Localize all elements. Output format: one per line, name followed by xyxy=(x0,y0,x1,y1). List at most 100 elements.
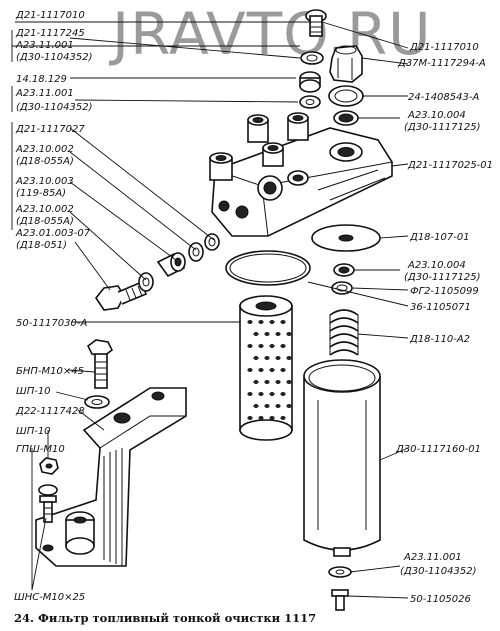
watermark: JRAVTO.RU xyxy=(109,0,432,68)
label-a23-11-001-b: А23.11.001 xyxy=(15,88,74,99)
label-a23-11-001-a: А23.11.001 xyxy=(15,40,74,51)
perforation-hole xyxy=(258,416,264,420)
label-d21-1117010-right: Д21-1117010 xyxy=(409,42,479,53)
washer-3 xyxy=(299,95,321,109)
label-a23-11-001-right: А23.11.001 xyxy=(403,552,462,563)
bracket-screw xyxy=(39,495,57,523)
perforation-hole xyxy=(280,392,286,396)
label-d30-1104352-a: (Д30-1104352) xyxy=(16,52,92,63)
figure-caption: 24. Фильтр топливный тонкой очистки 1117 xyxy=(14,611,316,625)
perforation-hole xyxy=(258,368,264,372)
perforation-hole xyxy=(286,404,292,408)
perforation-hole xyxy=(280,320,286,324)
perforation-hole xyxy=(286,380,292,384)
label-14-18-129: 14.18.129 xyxy=(16,74,67,85)
bracket-nut xyxy=(39,457,59,475)
filter-head xyxy=(209,112,393,237)
label-shp-10-b: ШП-10 xyxy=(16,426,51,437)
washer-1 xyxy=(300,51,324,65)
label-d18-055a-a: (Д18-055А) xyxy=(16,156,74,167)
bracket-washer-2 xyxy=(38,484,58,496)
label-a23-10-002-a: А23.10.002 xyxy=(15,144,74,155)
perforation-hole xyxy=(253,404,259,408)
perforation-hole xyxy=(269,344,275,348)
filter-element xyxy=(239,295,293,441)
cap-nut xyxy=(329,45,363,83)
label-bnp-m10x45: БНП-М10×45 xyxy=(16,366,84,377)
drain-washer xyxy=(328,566,352,578)
perforation-hole xyxy=(258,344,264,348)
perforation-hole xyxy=(253,356,259,360)
perforation-hole xyxy=(280,368,286,372)
label-a23-10-003: А23.10.003 xyxy=(15,176,74,187)
perforation-hole xyxy=(275,356,281,360)
perforation-hole xyxy=(247,416,253,420)
top-bolt xyxy=(305,9,327,37)
label-d37m-1117294-a: Д37М-1117294-А xyxy=(397,58,486,69)
leader-lines xyxy=(11,21,409,599)
inlet-washer-1 xyxy=(138,272,154,292)
perforation-hole xyxy=(275,380,281,384)
drain-bolt xyxy=(331,589,349,611)
label-d30-1104352-right: (Д30-1104352) xyxy=(400,566,476,577)
label-gpsh-m10: ГПШ-М10 xyxy=(16,444,65,455)
perforation-hole xyxy=(269,416,275,420)
label-a23-10-004-a: А23.10.004 xyxy=(407,110,466,121)
part-labels-left: Д21-1117010 Д21-1117245 А23.11.001 (Д30-… xyxy=(14,10,92,603)
label-36-1105071: 36-1105071 xyxy=(410,302,471,313)
label-a23-10-004-b: А23.10.004 xyxy=(407,260,466,271)
label-shp-10-a: ШП-10 xyxy=(16,386,51,397)
label-50-1105026: 50-1105026 xyxy=(410,594,471,605)
perforation-hole xyxy=(264,380,270,384)
label-d21-1117010-top: Д21-1117010 xyxy=(15,10,85,21)
label-d18-051: (Д18-051) xyxy=(16,240,67,251)
label-d22-1117428: Д22-1117428 xyxy=(15,406,85,417)
label-d30-1104352-b: (Д30-1104352) xyxy=(16,102,92,113)
perforation-hole xyxy=(275,332,281,336)
perforation-hole xyxy=(269,368,275,372)
perforation-hole xyxy=(253,332,259,336)
mounting-bracket xyxy=(35,387,187,567)
perforation-hole xyxy=(264,356,270,360)
perforation-hole xyxy=(264,332,270,336)
label-d21-1117027: Д21-1117027 xyxy=(15,124,85,135)
filter-spring xyxy=(329,309,359,356)
perforation-hole xyxy=(280,344,286,348)
perforation-hole xyxy=(280,416,286,420)
label-a23-10-002-b: А23.10.002 xyxy=(15,204,74,215)
perforation-hole xyxy=(247,344,253,348)
perforation-hole xyxy=(258,320,264,324)
perforation-hole xyxy=(286,332,292,336)
label-d18-055a-b: (Д18-055А) xyxy=(16,216,74,227)
perforation-hole xyxy=(264,404,270,408)
filter-cup xyxy=(303,359,381,557)
perforation-hole xyxy=(269,392,275,396)
inlet-bolt xyxy=(95,280,147,311)
housing-o-ring xyxy=(225,250,311,286)
inlet-fitting xyxy=(156,252,186,278)
label-d30-1117125-b: (Д30-1117125) xyxy=(404,272,480,283)
perforation-hole xyxy=(247,392,253,396)
label-d21-1117245: Д21-1117245 xyxy=(15,28,85,39)
label-d18-110-a2: Д18-110-А2 xyxy=(409,334,470,345)
label-119-85a: (119-85А) xyxy=(16,188,66,199)
label-d30-1117160-01: Д30-1117160-01 xyxy=(395,444,481,455)
bracket-washer xyxy=(84,395,110,409)
gasket-ring xyxy=(328,85,364,107)
label-shns-m10x25: ШНС-М10×25 xyxy=(14,592,85,603)
perforation-hole xyxy=(286,356,292,360)
label-d21-1117025-01: Д21-1117025-01 xyxy=(407,160,493,171)
perforation-hole xyxy=(253,380,259,384)
part-labels-right: Д21-1117010 Д37М-1117294-А 24-1408543-А … xyxy=(395,42,493,605)
bracket-bolt xyxy=(86,339,114,389)
label-fg2-1105099: ФГ2-1105099 xyxy=(410,286,479,297)
perforation-hole xyxy=(258,392,264,396)
perforation-hole xyxy=(247,368,253,372)
label-50-1117030-a: 50-1117030-А xyxy=(16,318,87,329)
perforation-hole xyxy=(269,320,275,324)
inlet-spacer xyxy=(204,233,220,251)
perforation-hole xyxy=(247,320,253,324)
perforation-hole xyxy=(275,404,281,408)
